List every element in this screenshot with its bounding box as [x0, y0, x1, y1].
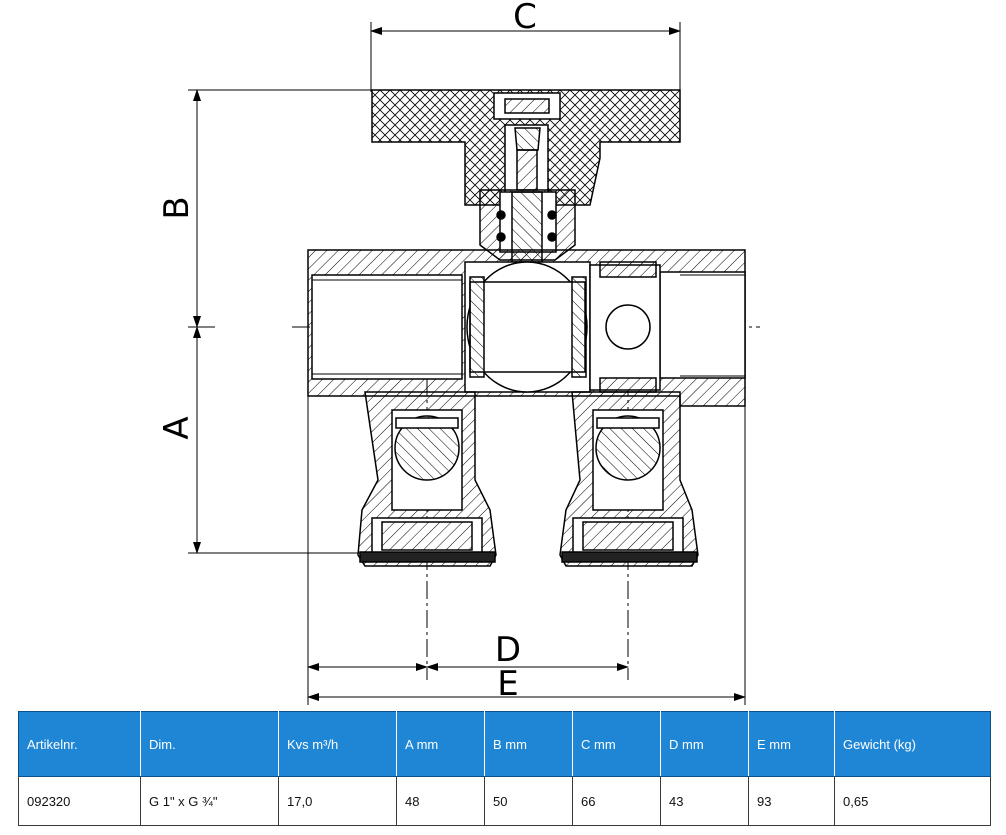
table-cell: 50 — [484, 776, 573, 826]
table-cell: 93 — [748, 776, 835, 826]
table-header-row: Artikelnr. Dim. Kvs m³/h A mm B mm C mm … — [18, 711, 991, 777]
dim-label-e: E — [497, 664, 518, 704]
table-cell: G 1" x G ¾" — [140, 776, 279, 826]
header-cell: Gewicht (kg) — [834, 711, 991, 777]
dim-label-b: B — [157, 196, 197, 219]
valve-body — [307, 249, 746, 407]
table-row: 092320 G 1" x G ¾" 17,0 48 50 66 43 93 0… — [18, 776, 991, 826]
header-cell: D mm — [660, 711, 749, 777]
header-cell: Artikelnr. — [18, 711, 141, 777]
table-cell: 66 — [572, 776, 661, 826]
handle — [371, 89, 681, 206]
dim-label-c: C — [513, 0, 537, 37]
outlet-right — [559, 391, 699, 567]
header-cell: Dim. — [140, 711, 279, 777]
table-cell: 17,0 — [278, 776, 397, 826]
table-cell: 43 — [660, 776, 749, 826]
header-cell: A mm — [396, 711, 485, 777]
dimension-labels: C B A D E — [157, 0, 537, 704]
dim-label-d: D — [495, 630, 521, 670]
valve-section-drawing: C B A D E — [157, 0, 760, 705]
outlet-left — [357, 391, 497, 567]
table-cell: 092320 — [18, 776, 141, 826]
table-cell: 48 — [396, 776, 485, 826]
table-cell: 0,65 — [834, 776, 991, 826]
header-cell: E mm — [748, 711, 835, 777]
dim-label-a: A — [157, 416, 197, 439]
header-cell: C mm — [572, 711, 661, 777]
header-cell: Kvs m³/h — [278, 711, 397, 777]
header-cell: B mm — [484, 711, 573, 777]
spec-table: Artikelnr. Dim. Kvs m³/h A mm B mm C mm … — [18, 711, 991, 826]
stem-housing — [479, 189, 576, 263]
